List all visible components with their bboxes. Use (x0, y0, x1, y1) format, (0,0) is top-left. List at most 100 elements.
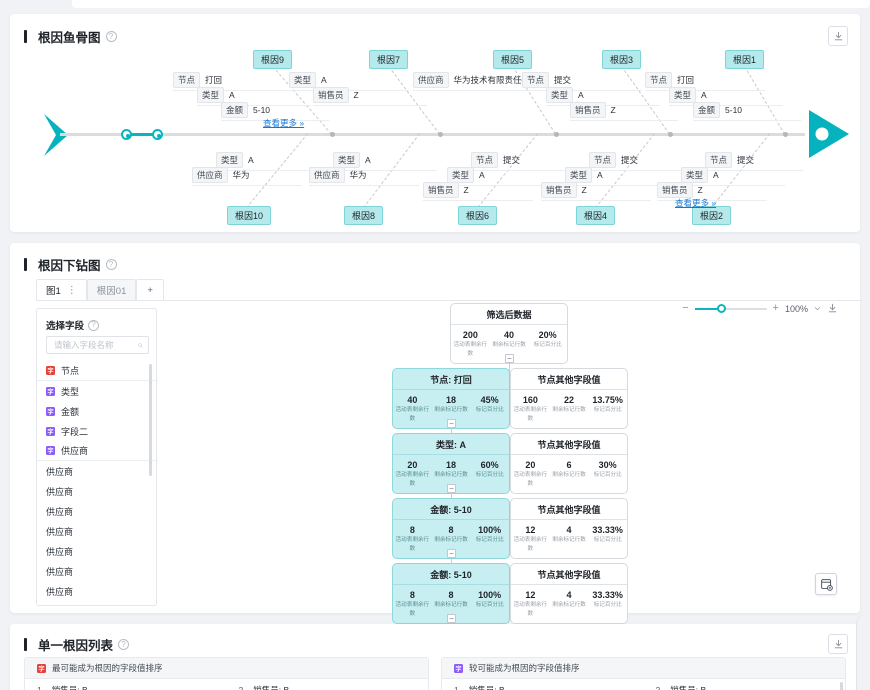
list-title-block: 单一根因列表 ? (24, 635, 130, 654)
fishbone-attr-row: 供应商华为 (309, 167, 419, 186)
row-index: 2 (655, 685, 661, 690)
metric-value: 40 (504, 330, 515, 340)
field-item[interactable]: 供应商 (37, 521, 158, 541)
root-cause-label[interactable]: 根因2 (692, 206, 732, 225)
field-item[interactable]: 供应商 (37, 501, 158, 521)
view-more-link[interactable]: 查看更多 » (675, 198, 717, 208)
field-item[interactable]: 供应商 (37, 461, 158, 481)
zoom-in-button[interactable]: + (772, 302, 779, 314)
drilldown-tab-bar: 图1⋮根因01+ (36, 279, 860, 301)
attr-key: 节点 (705, 152, 733, 168)
zoom-slider-track[interactable] (694, 303, 767, 313)
root-cause-label[interactable]: 根因10 (227, 206, 272, 225)
root-cause-label[interactable]: 根因1 (725, 50, 765, 69)
metric-label: 标记百分比 (533, 342, 562, 348)
metric-label: 标记百分比 (475, 407, 504, 413)
attr-key: 类型 (546, 87, 574, 103)
field-search-input[interactable] (52, 339, 138, 351)
drilldown-download-icon[interactable] (827, 303, 838, 314)
field-item[interactable]: 供应商 (37, 601, 158, 606)
layout-settings-button[interactable] (815, 573, 837, 595)
root-cause-label[interactable]: 根因8 (344, 206, 384, 225)
left-rail (0, 0, 10, 690)
table-scrollbar[interactable] (840, 682, 843, 690)
tab-图1[interactable]: 图1⋮ (36, 279, 87, 300)
root-cause-label[interactable]: 根因6 (458, 206, 498, 225)
field-label: 节点 (61, 366, 80, 376)
tree-node-header: 节点其他字段值 (511, 434, 627, 455)
more-vertical-icon[interactable]: ⋮ (66, 284, 77, 296)
field-item[interactable]: 字金额 (37, 401, 158, 421)
chevron-down-icon[interactable] (814, 305, 821, 312)
attr-key: 金额 (221, 102, 249, 118)
field-item[interactable]: 字类型 (37, 381, 158, 401)
field-item[interactable]: 供应商 (37, 481, 158, 501)
list-download-button[interactable] (828, 634, 848, 654)
drilldown-title-block: 根因下钻图 ? (24, 255, 117, 274)
field-item[interactable]: 供应商 (37, 541, 158, 561)
root-cause-label[interactable]: 根因5 (493, 50, 533, 69)
fishbone-spine-node[interactable] (783, 132, 788, 137)
add-tab-button[interactable]: + (136, 279, 164, 300)
root-cause-label[interactable]: 根因4 (576, 206, 616, 225)
metric-label: 剩余标记行数 (434, 602, 468, 608)
question-icon[interactable]: ? (105, 259, 117, 270)
view-more-link[interactable]: 查看更多 » (263, 118, 305, 128)
zoom-percent-label[interactable]: 100% (784, 303, 808, 314)
attr-key: 类型 (333, 152, 361, 168)
field-item[interactable]: 字供应商 (37, 441, 158, 461)
question-icon[interactable]: ? (105, 31, 117, 42)
tree-collapse-button[interactable]: − (447, 419, 456, 428)
spine-handle-start[interactable] (121, 129, 132, 140)
attr-key: 节点 (173, 72, 201, 88)
metric-label: 活动表剩余行数 (395, 602, 430, 617)
field-list[interactable]: 字节点字类型字金额字字段二字供应商供应商供应商供应商供应商供应商供应商供应商供应… (37, 361, 158, 606)
root-cause-label[interactable]: 根因3 (602, 50, 642, 69)
fishbone-attr-row: 节点提交 (471, 152, 569, 171)
tree-collapse-button[interactable]: − (505, 354, 514, 363)
field-list-scrollbar[interactable] (149, 364, 152, 476)
attr-value: 华为 (349, 170, 367, 180)
root-cause-label[interactable]: 根因7 (369, 50, 409, 69)
field-item[interactable]: 供应商 (37, 581, 158, 601)
attr-value: A (578, 90, 584, 100)
fishbone-right-arrow-icon (809, 110, 849, 158)
fishbone-spine-node[interactable] (438, 132, 443, 137)
field-item[interactable]: 字节点 (37, 361, 158, 381)
tree-collapse-button[interactable]: − (447, 614, 456, 623)
tree-collapse-button[interactable]: − (447, 484, 456, 493)
fishbone-spine-node[interactable] (668, 132, 673, 137)
zoom-slider-knob[interactable] (716, 303, 726, 313)
fishbone-download-button[interactable] (828, 26, 848, 46)
field-item[interactable]: 字字段二 (37, 421, 158, 441)
spine-handle-end[interactable] (152, 129, 163, 140)
tree-collapse-button[interactable]: − (447, 549, 456, 558)
tab-根因01[interactable]: 根因01 (86, 279, 137, 300)
root-cause-label[interactable]: 根因9 (253, 50, 293, 69)
question-icon[interactable]: ? (118, 639, 130, 650)
zoom-control-bar: − + 100% (682, 303, 838, 314)
zoom-out-button[interactable]: − (682, 302, 689, 314)
field-item[interactable]: 供应商 (37, 561, 158, 581)
metric-value: 18 (446, 460, 457, 470)
field-search-box[interactable] (46, 336, 149, 354)
fishbone-spine-node[interactable] (554, 132, 559, 137)
question-icon[interactable]: ? (88, 319, 100, 331)
fishbone-spine-node[interactable] (330, 132, 335, 137)
